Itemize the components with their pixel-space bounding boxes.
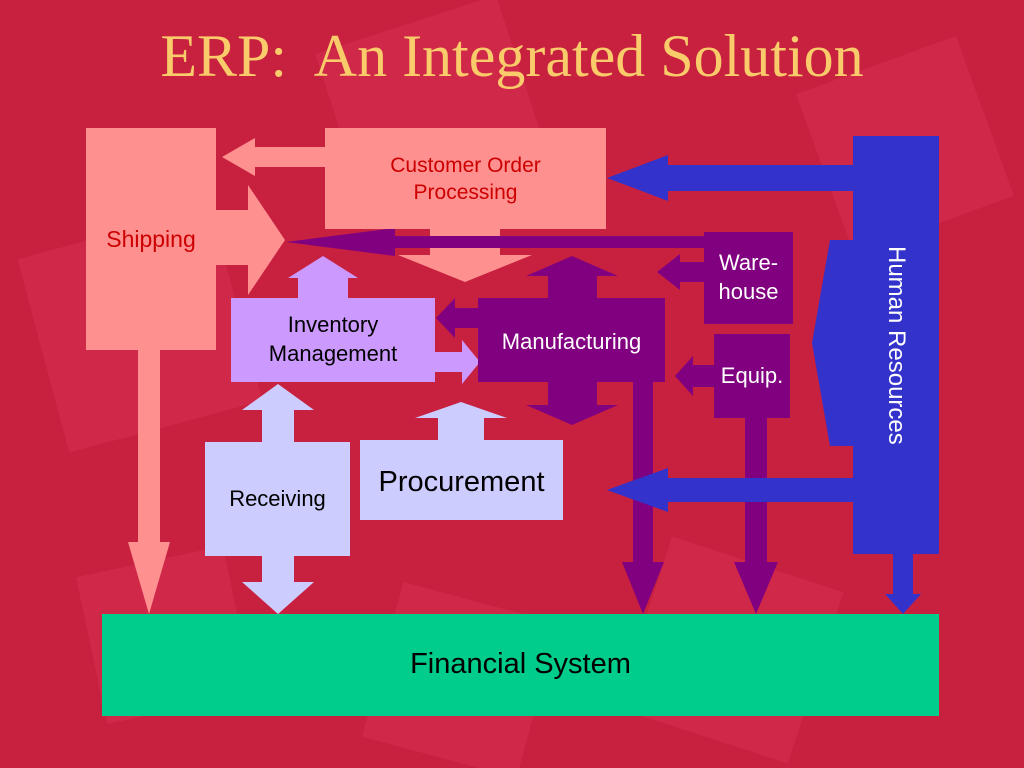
inventory-label-line2: Management [268, 341, 398, 366]
equip-to-financial-arrow [734, 418, 778, 614]
financial-system-box: Financial System [102, 614, 939, 716]
manufacturing-label: Manufacturing [501, 329, 642, 354]
receiving-double-arrow [242, 384, 314, 442]
procurement-box: Procurement [360, 440, 563, 520]
human-resources-label-wrap: Human Resources [853, 136, 939, 554]
warehouse-box: Ware- house [704, 232, 793, 324]
shipping-to-financial-arrow [128, 350, 170, 614]
procurement-label: Procurement [378, 466, 545, 498]
manufacturing-to-inventory-arrow [436, 298, 478, 338]
customer-order-label-line2: Processing [413, 181, 518, 205]
shipping-box-shape [86, 128, 285, 350]
warehouse-label-line2: house [718, 279, 779, 304]
hr-to-procurement-arrow [607, 468, 855, 512]
hr-to-order-arrow [607, 155, 855, 201]
customer-order-label-line1: Customer Order [390, 154, 541, 177]
equip-to-manufacturing-arrow [675, 356, 714, 396]
receiving-box: Receiving [205, 442, 350, 556]
financial-system-label: Financial System [410, 648, 631, 681]
manufacturing-down-arrow [526, 382, 618, 425]
manufacturing-box: Manufacturing [478, 298, 665, 382]
slide-title: ERP: An Integrated Solution [160, 23, 864, 89]
inventory-up-arrow [288, 256, 358, 298]
human-resources-label: Human Resources [883, 245, 910, 445]
receiving-down-arrow [242, 556, 314, 614]
warehouse-label-line1: Ware- [718, 250, 779, 276]
equipment-label: Equip. [720, 362, 784, 388]
manufacturing-vertical-arrow [526, 256, 618, 300]
hr-to-financial-arrow [885, 554, 921, 614]
receiving-label: Receiving [229, 485, 326, 511]
shipping-label-box: Shipping [86, 220, 216, 260]
equipment-box: Equip. [714, 334, 790, 418]
inventory-label-line1: Inventory [287, 312, 379, 338]
inventory-to-manufacturing-arrow [435, 340, 480, 384]
shipping-label: Shipping [106, 226, 196, 253]
warehouse-to-manufacturing-arrow [657, 254, 704, 290]
inventory-box: Inventory Management [231, 298, 435, 382]
procurement-up-arrow [415, 402, 507, 440]
human-resources-box [853, 136, 939, 554]
warehouse-to-shipping-arrow [286, 228, 705, 256]
order-to-shipping-arrow [222, 138, 325, 176]
hr-to-operations-arrow [812, 240, 855, 446]
customer-order-box: Customer Order Processing [325, 128, 606, 229]
